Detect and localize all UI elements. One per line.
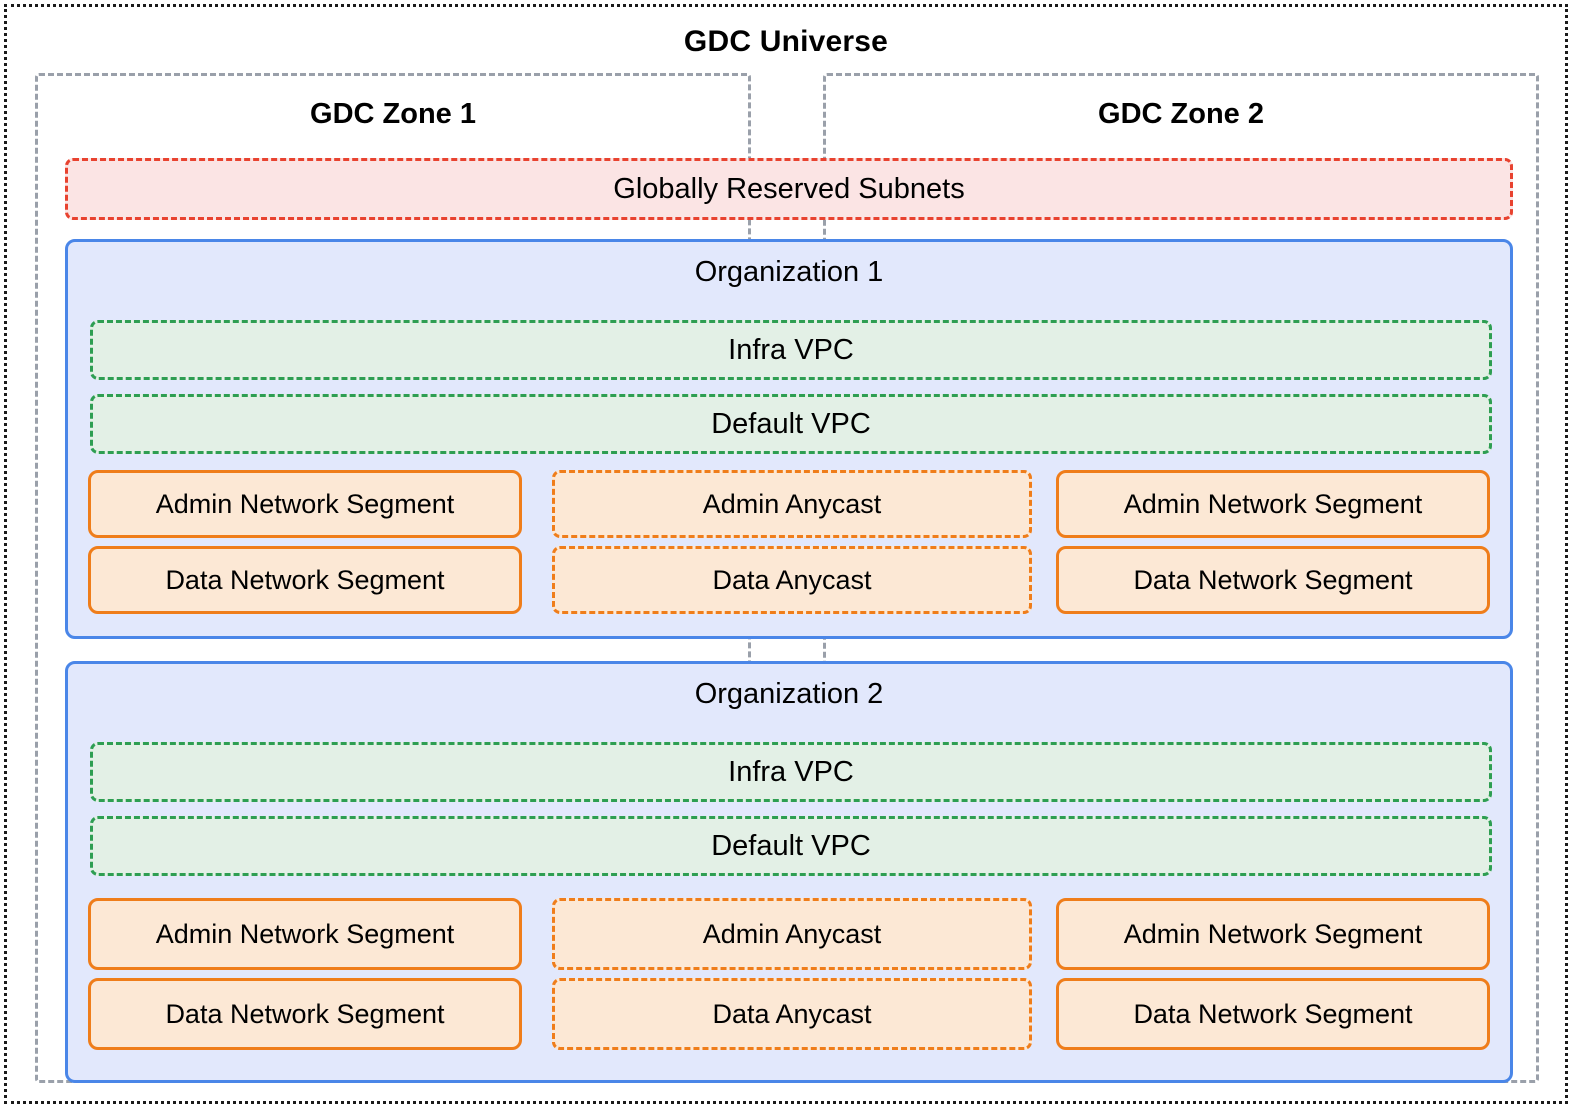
universe-title: GDC Universe <box>683 25 889 58</box>
org-2-zone-2-admin-network-segment: Admin Network Segment <box>1056 898 1490 970</box>
org-1-zone-2-admin-network-segment: Admin Network Segment <box>1056 470 1490 538</box>
segment-label: Data Network Segment <box>165 564 445 595</box>
zone-1-label: GDC Zone 1 <box>310 98 476 130</box>
organization-2-box: Organization 2 Infra VPC Default VPC Adm… <box>65 661 1513 1083</box>
segment-label: Admin Anycast <box>702 488 882 519</box>
organization-1-title: Organization 1 <box>694 256 884 288</box>
segment-label: Admin Network Segment <box>1123 918 1423 949</box>
org-2-zone-1-admin-network-segment: Admin Network Segment <box>88 898 522 970</box>
segment-label: Admin Network Segment <box>155 918 455 949</box>
segment-label: Data Network Segment <box>165 998 445 1029</box>
org-1-data-row: Data Network Segment Data Anycast Data N… <box>68 546 1510 614</box>
organization-1-box: Organization 1 Infra VPC Default VPC Adm… <box>65 239 1513 639</box>
zones-content: Globally Reserved Subnets Organization 1… <box>7 7 1565 1101</box>
segment-label: Admin Anycast <box>702 918 882 949</box>
org-1-data-anycast: Data Anycast <box>552 546 1032 614</box>
segment-label: Data Anycast <box>712 564 872 595</box>
org-1-default-vpc-box: Default VPC <box>90 394 1492 454</box>
organization-2-title: Organization 2 <box>694 678 884 710</box>
org-2-infra-vpc-label: Infra VPC <box>728 755 854 788</box>
segment-label: Data Network Segment <box>1133 564 1413 595</box>
org-1-zone-2-data-network-segment: Data Network Segment <box>1056 546 1490 614</box>
segment-label: Data Network Segment <box>1133 998 1413 1029</box>
org-2-infra-vpc-box: Infra VPC <box>90 742 1492 802</box>
org-1-infra-vpc-label: Infra VPC <box>728 333 854 366</box>
org-2-default-vpc-box: Default VPC <box>90 816 1492 876</box>
gdc-universe-container: GDC Universe GDC Zone 1 GDC Zone 2 Globa… <box>4 4 1568 1104</box>
org-2-default-vpc-label: Default VPC <box>711 829 871 862</box>
org-2-admin-anycast: Admin Anycast <box>552 898 1032 970</box>
org-1-default-vpc-label: Default VPC <box>711 407 871 440</box>
org-1-admin-row: Admin Network Segment Admin Anycast Admi… <box>68 470 1510 538</box>
org-2-zone-1-data-network-segment: Data Network Segment <box>88 978 522 1050</box>
org-2-data-row: Data Network Segment Data Anycast Data N… <box>68 978 1510 1050</box>
zone-2-label: GDC Zone 2 <box>1098 98 1264 130</box>
org-2-zone-2-data-network-segment: Data Network Segment <box>1056 978 1490 1050</box>
org-1-infra-vpc-box: Infra VPC <box>90 320 1492 380</box>
org-2-admin-row: Admin Network Segment Admin Anycast Admi… <box>68 898 1510 970</box>
segment-label: Admin Network Segment <box>155 488 455 519</box>
globally-reserved-subnets-box: Globally Reserved Subnets <box>65 158 1513 220</box>
globally-reserved-subnets-label: Globally Reserved Subnets <box>613 172 965 205</box>
segment-label: Admin Network Segment <box>1123 488 1423 519</box>
org-1-zone-1-data-network-segment: Data Network Segment <box>88 546 522 614</box>
org-2-data-anycast: Data Anycast <box>552 978 1032 1050</box>
org-1-zone-1-admin-network-segment: Admin Network Segment <box>88 470 522 538</box>
org-1-admin-anycast: Admin Anycast <box>552 470 1032 538</box>
segment-label: Data Anycast <box>712 998 872 1029</box>
